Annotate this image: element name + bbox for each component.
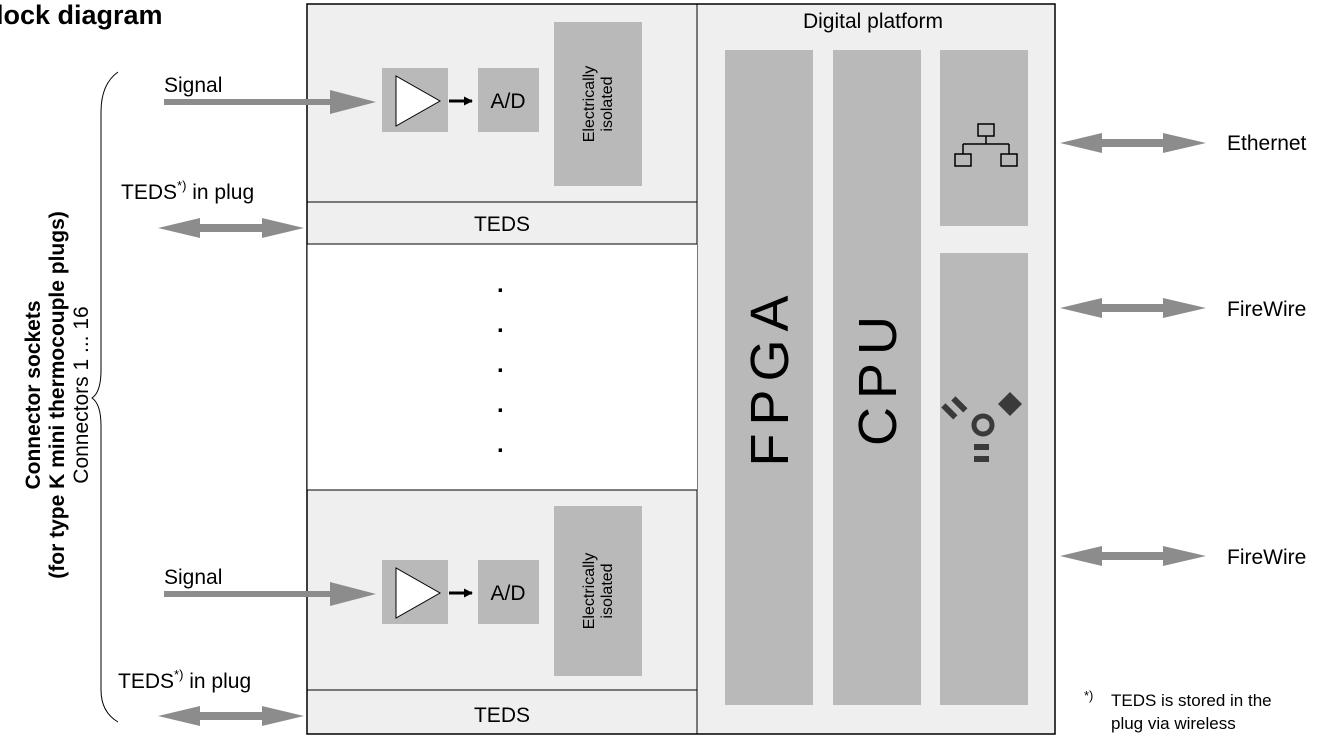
connector-range: Connectors 1 ... 16 <box>70 306 93 483</box>
adc-label: A/D <box>490 90 525 113</box>
signal-label: Signal <box>164 566 222 589</box>
signal-arrow-head <box>330 90 376 114</box>
cpu-label: CPU <box>848 308 908 446</box>
connector-sockets-label: Connector sockets (for type K mini therm… <box>22 211 93 579</box>
teds-label: TEDS <box>474 704 530 727</box>
isolation-block <box>554 22 642 186</box>
left-brace <box>91 71 119 723</box>
adc-label: A/D <box>490 582 525 605</box>
ellipsis-dot: . <box>497 351 504 378</box>
firewire-icon <box>941 392 1022 462</box>
teds-in-plug-label: TEDS*) in plug <box>118 667 251 693</box>
adc-block <box>478 68 539 132</box>
diagram-title: lock diagram <box>0 0 163 30</box>
amplifier-icon <box>395 75 442 127</box>
channels-ellipsis-area <box>307 244 697 490</box>
fpga-block <box>725 50 813 705</box>
amplifier-icon <box>395 567 442 619</box>
port-label-firewire: FireWire <box>1227 546 1306 569</box>
teds-in-plug-label: TEDS*) in plug <box>121 178 254 204</box>
ellipsis-dot: . <box>497 431 504 458</box>
adc-block <box>478 560 539 624</box>
isolation-block <box>554 506 642 676</box>
firewire-controller-block <box>940 253 1028 705</box>
signal-arrow-head <box>330 582 376 606</box>
isolation-label-line1: Electrically <box>581 66 598 142</box>
channel-top: Signal A/D Electrically isolated TEDS*) … <box>121 22 642 238</box>
port-label-firewire: FireWire <box>1227 298 1306 321</box>
connector-sockets-title: Connector sockets <box>22 300 45 489</box>
signal-label: Signal <box>164 74 222 97</box>
fpga-label: FPGA <box>740 287 800 466</box>
ellipsis-dot: . <box>497 311 504 338</box>
teds-label: TEDS <box>474 213 530 236</box>
footnote-line1: TEDS is stored in the <box>1111 691 1272 710</box>
isolation-label-line1: Electrically <box>581 553 598 629</box>
ellipsis-dot: . <box>497 391 504 418</box>
network-topology-icon <box>954 123 1018 167</box>
isolation-label-line2: isolated <box>599 76 616 131</box>
teds-bidirectional-arrow <box>158 706 304 726</box>
ellipsis-dot: . <box>497 271 504 298</box>
platform-title: Digital platform <box>803 10 943 33</box>
ethernet-arrow <box>1060 133 1206 153</box>
cpu-block <box>833 50 921 705</box>
isolation-label-line2: isolated <box>599 563 616 618</box>
firewire-arrow <box>1060 298 1206 318</box>
footnote-line2: plug via wireless <box>1111 714 1236 733</box>
ethernet-controller-block <box>940 50 1028 226</box>
connector-sockets-subtitle: (for type K mini thermocouple plugs) <box>46 211 69 579</box>
firewire-arrow <box>1060 546 1206 566</box>
teds-bidirectional-arrow <box>158 218 304 238</box>
footnote-mark: *) <box>1084 688 1093 703</box>
port-label-ethernet: Ethernet <box>1227 132 1307 155</box>
channel-bottom: Signal A/D Electrically isolated TEDS*) … <box>118 506 642 727</box>
